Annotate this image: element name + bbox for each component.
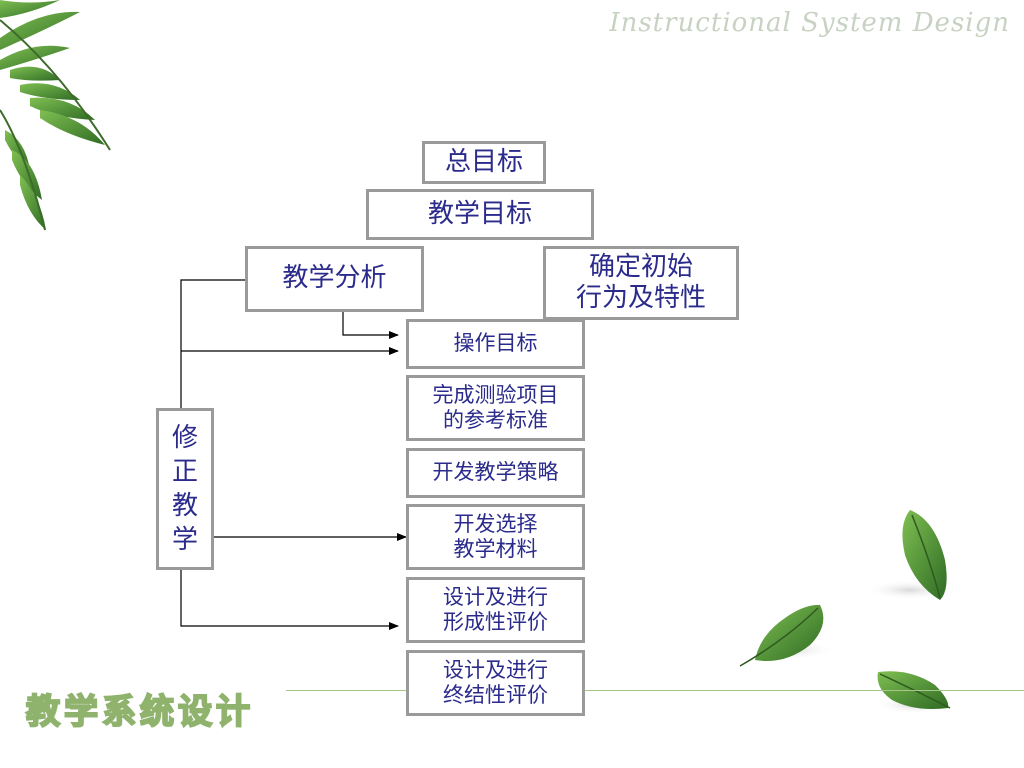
node-operational-goal: 操作目标 <box>406 319 585 369</box>
node-label: 设计及进行 形成性评价 <box>443 584 548 634</box>
node-develop-strategy: 开发教学策略 <box>406 448 585 498</box>
node-initial-behavior: 确定初始 行为及特性 <box>543 246 739 320</box>
brand-title-en: Instructional System Design <box>609 8 1010 38</box>
node-teaching-analysis: 教学分析 <box>245 246 424 312</box>
node-test-criteria: 完成测验项目 的参考标准 <box>406 375 585 441</box>
node-label: 完成测验项目 的参考标准 <box>432 382 559 432</box>
node-label: 操作目标 <box>453 331 538 356</box>
arrow-revise-to-formative <box>180 570 399 630</box>
node-label: 修 正 教 学 <box>171 423 198 555</box>
arrow-analysis-to-operational <box>342 312 399 339</box>
node-label: 教学分析 <box>282 263 387 294</box>
node-label: 教学目标 <box>427 198 532 229</box>
node-label: 总目标 <box>444 146 523 177</box>
footer-divider <box>286 690 1024 691</box>
node-label: 开发教学策略 <box>432 460 559 485</box>
node-revise-teaching: 修 正 教 学 <box>156 408 214 570</box>
node-overall-goal: 总目标 <box>422 141 546 184</box>
node-summative-evaluation: 设计及进行 终结性评价 <box>406 650 585 716</box>
node-label: 设计及进行 终结性评价 <box>443 657 548 707</box>
node-label: 开发选择 教学材料 <box>453 511 538 561</box>
node-teaching-goal: 教学目标 <box>366 189 594 240</box>
line-loop-top <box>180 279 247 408</box>
node-develop-materials: 开发选择 教学材料 <box>406 504 585 570</box>
node-formative-evaluation: 设计及进行 形成性评价 <box>406 577 585 643</box>
brand-title-cn: 教学系统设计 <box>25 691 254 733</box>
leaf-icon <box>902 510 947 600</box>
fern-leaf-icon <box>0 0 105 230</box>
node-label: 确定初始 行为及特性 <box>575 251 706 313</box>
